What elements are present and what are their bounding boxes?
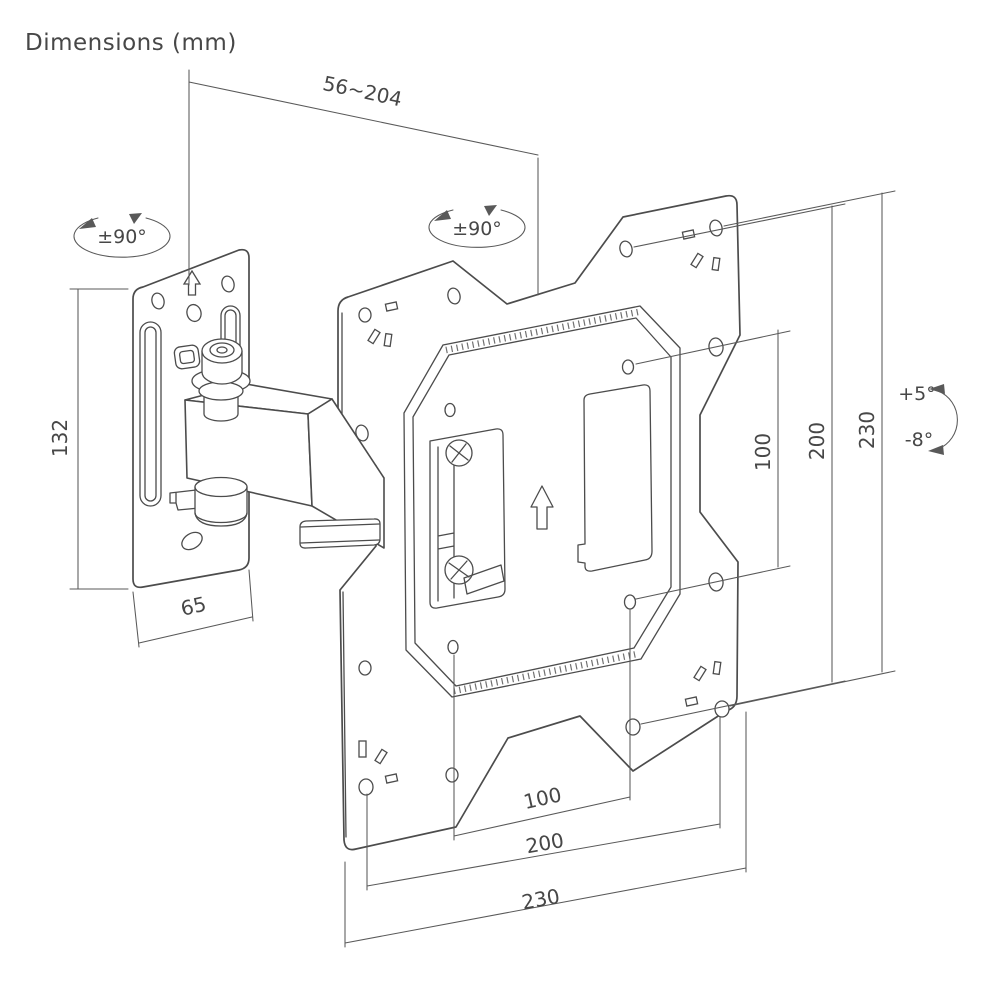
tilt-arrow-icon: [928, 445, 944, 455]
dimension-wall-plate-height: 132: [48, 288, 129, 590]
wall-hole: [151, 292, 165, 310]
hinge-cylinder-bottom-arc: [194, 512, 248, 524]
wall-height-label: 132: [48, 419, 72, 457]
side-plate-230-label: 230: [855, 411, 879, 449]
hinge-cylinder: [194, 486, 248, 527]
rotation-arrow-icon: [79, 218, 96, 229]
rotation-arrow-icon: [434, 210, 451, 221]
dimension-side-vesa-200: 200: [633, 203, 846, 725]
dimension-tilt: +5° -8°: [898, 383, 958, 455]
wall-swivel-label: ±90°: [97, 226, 147, 248]
arm-extension-label: 56~204: [321, 71, 405, 111]
rotation-arrow-icon: [484, 205, 497, 216]
pivot-washer-small: [198, 381, 244, 401]
hinge-top: [173, 338, 251, 422]
page-title: Dimensions (mm): [25, 30, 237, 56]
wall-slot-inner: [144, 326, 157, 502]
knob-top: [201, 338, 243, 364]
octagon-hatch-top: [445, 308, 639, 354]
lock-lever-assembly: [429, 428, 506, 609]
dimension-plate-swivel: ±90°: [428, 205, 526, 248]
bottom-plate-230-label: 230: [520, 884, 562, 915]
hinge-ear-inner: [178, 349, 196, 365]
arrow-keyhole: [182, 269, 202, 296]
lever-channel: [437, 443, 455, 602]
side-vesa-200-label: 200: [805, 422, 829, 460]
dimension-wall-swivel: ±90°: [73, 213, 171, 258]
arm-gusset: [307, 398, 385, 549]
dimension-wall-plate-width: 65: [132, 569, 254, 648]
wall-hole: [181, 531, 203, 551]
knob-top-center: [216, 346, 228, 354]
dimension-side-vesa-100: 100: [635, 329, 791, 600]
screw-bottom-cross-icon: [448, 560, 470, 580]
rotation-arrow-icon: [129, 213, 142, 224]
dimension-side-plate-230: 230: [723, 190, 896, 707]
pivot-bolt-cylinder: [203, 392, 239, 422]
octagon-inner: [412, 317, 672, 687]
lever-foot: [463, 564, 505, 595]
tilt-arrow-icon: [929, 384, 945, 394]
hinge-bottom: [169, 476, 248, 527]
hinge-ear: [173, 344, 201, 370]
bottom-vesa-200-label: 200: [524, 828, 566, 858]
rail-clip-lines: [300, 523, 380, 544]
hinge-cylinder-top: [194, 476, 248, 498]
plate-edge-thickness: [341, 312, 347, 838]
wall-slot-outer: [139, 321, 162, 507]
plate-swivel-label: ±90°: [452, 218, 502, 240]
wall-hole: [186, 303, 202, 323]
tilt-down-label: -8°: [905, 429, 933, 451]
wall-width-label: 65: [178, 592, 208, 621]
side-vesa-100-label: 100: [751, 433, 775, 471]
bottom-vesa-100-label: 100: [521, 782, 563, 814]
knob-top-inner: [209, 342, 235, 358]
wall-hole: [221, 275, 235, 293]
center-door-plate: [577, 384, 653, 572]
vesa-plate: [337, 194, 741, 851]
screw-top-cross-icon: [449, 443, 469, 463]
rail-clip: [299, 518, 381, 549]
up-arrow-icon: [530, 485, 554, 530]
tilt-up-label: +5°: [898, 383, 936, 405]
